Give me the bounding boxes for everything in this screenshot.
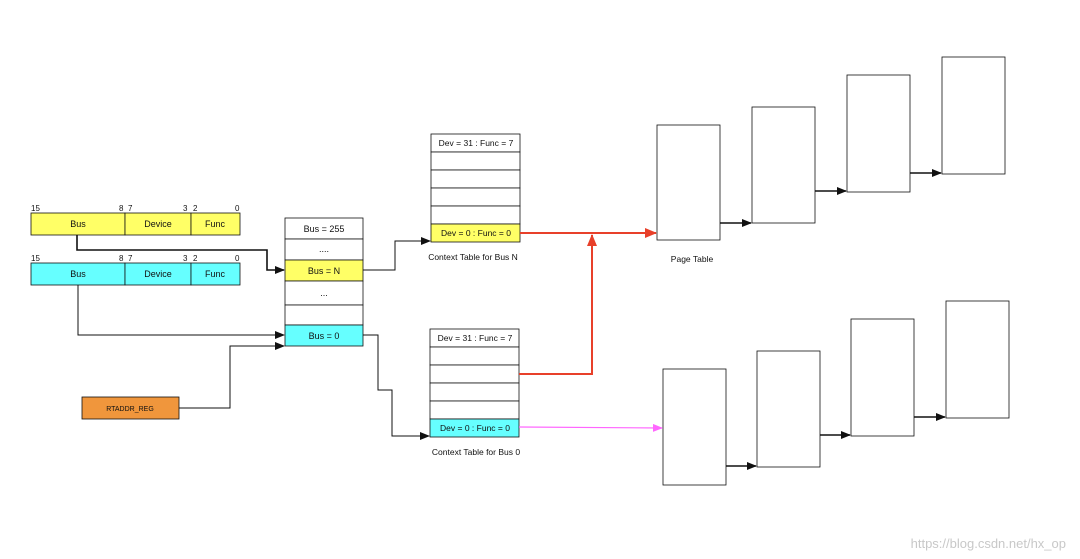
page-table-box: [656, 124, 721, 241]
ctx-n-row-label: Dev = 31 : Func = 7: [439, 138, 514, 148]
page-table-box: [941, 56, 1006, 175]
ctx-0-row: [429, 382, 520, 402]
root-row-blank: [284, 304, 364, 326]
root-row-label: Bus = 255: [304, 224, 345, 234]
page-table-chain-upper: Page Table: [656, 56, 1006, 264]
root-row-label: ....: [319, 244, 329, 254]
bit-label-8: 8: [119, 254, 124, 263]
ctx-0-row: [429, 364, 520, 384]
arrow-ctx-0-to-page-table: [519, 234, 597, 375]
func-field-label: Func: [205, 269, 226, 279]
page-table-box: [945, 300, 1010, 419]
requester-id-cyan: 15 8 7 3 2 0 Bus Device Func: [30, 254, 241, 286]
arrow-ctx-0-dev0-to-lower-chain: [518, 423, 663, 432]
root-row-label: ...: [320, 288, 328, 298]
ctx-n-row: [430, 169, 521, 189]
ctx-0-row: [429, 400, 520, 420]
context-table-bus-0: Dev = 31 : Func = 7 Dev = 0 : Func = 0 C…: [429, 328, 520, 457]
ctx-0-caption: Context Table for Bus 0: [432, 447, 520, 457]
ctx-0-row-label: Dev = 31 : Func = 7: [438, 333, 513, 343]
device-field-label: Device: [144, 219, 172, 229]
bit-label-0: 0: [235, 254, 240, 263]
ctx-0-row-dev0: [429, 418, 520, 438]
context-table-bus-n: Dev = 31 : Func = 7 Dev = 0 : Func = 0 C…: [428, 133, 521, 262]
ctx-n-row-label: Dev = 0 : Func = 0: [441, 228, 511, 238]
page-table-box: [751, 106, 816, 224]
func-field-cyan: [190, 262, 241, 286]
bit-label-8: 8: [119, 204, 124, 213]
requester-id-yellow: 15 8 7 3 2 0 Bus Device Func: [30, 204, 241, 236]
connectors: [76, 228, 663, 440]
arrow-root-0-to-ctx-0: [363, 334, 430, 440]
root-row-label: Bus = N: [308, 266, 340, 276]
page-table-chain-lower: [662, 300, 1010, 486]
page-table-box: [846, 74, 911, 193]
page-table-box: [662, 368, 727, 486]
bit-label-2: 2: [193, 204, 198, 213]
bit-label-0: 0: [235, 204, 240, 213]
rtaddr-reg-label: RTADDR_REG: [106, 406, 154, 413]
bus-field-label: Bus: [70, 219, 86, 229]
device-field-label: Device: [144, 269, 172, 279]
func-field-label: Func: [205, 219, 226, 229]
root-row-ellipsis-2: [284, 280, 364, 306]
bit-label-15: 15: [31, 254, 40, 263]
page-table-box: [850, 318, 915, 437]
bit-label-15: 15: [31, 204, 40, 213]
root-row-label: Bus = 0: [309, 331, 340, 341]
bit-label-7: 7: [128, 254, 133, 263]
ctx-0-row-label: Dev = 0 : Func = 0: [440, 423, 510, 433]
bit-label-3: 3: [183, 204, 188, 213]
bit-label-3: 3: [183, 254, 188, 263]
arrow-bus-yellow-to-root-n: [76, 235, 285, 274]
ctx-0-row: [429, 346, 520, 366]
bit-label-2: 2: [193, 254, 198, 263]
func-field-yellow: [190, 212, 241, 236]
bus-field-label: Bus: [70, 269, 86, 279]
page-table-caption: Page Table: [671, 254, 714, 264]
rtaddr-reg: RTADDR_REG: [81, 396, 180, 420]
arrow-rtaddr-to-root: [179, 342, 285, 409]
ctx-n-caption: Context Table for Bus N: [428, 252, 518, 262]
root-table: Bus = 255 .... Bus = N ... Bus = 0: [284, 217, 364, 347]
page-table-box: [756, 350, 821, 468]
ctx-n-row: [430, 151, 521, 171]
ctx-n-row: [430, 187, 521, 207]
ctx-n-row: [430, 205, 521, 225]
arrow-bus-cyan-to-root-0: [77, 285, 285, 339]
arrow-root-n-to-ctx-n: [363, 237, 431, 271]
bit-label-7: 7: [128, 204, 133, 213]
watermark: https://blog.csdn.net/hx_op: [910, 536, 1066, 551]
